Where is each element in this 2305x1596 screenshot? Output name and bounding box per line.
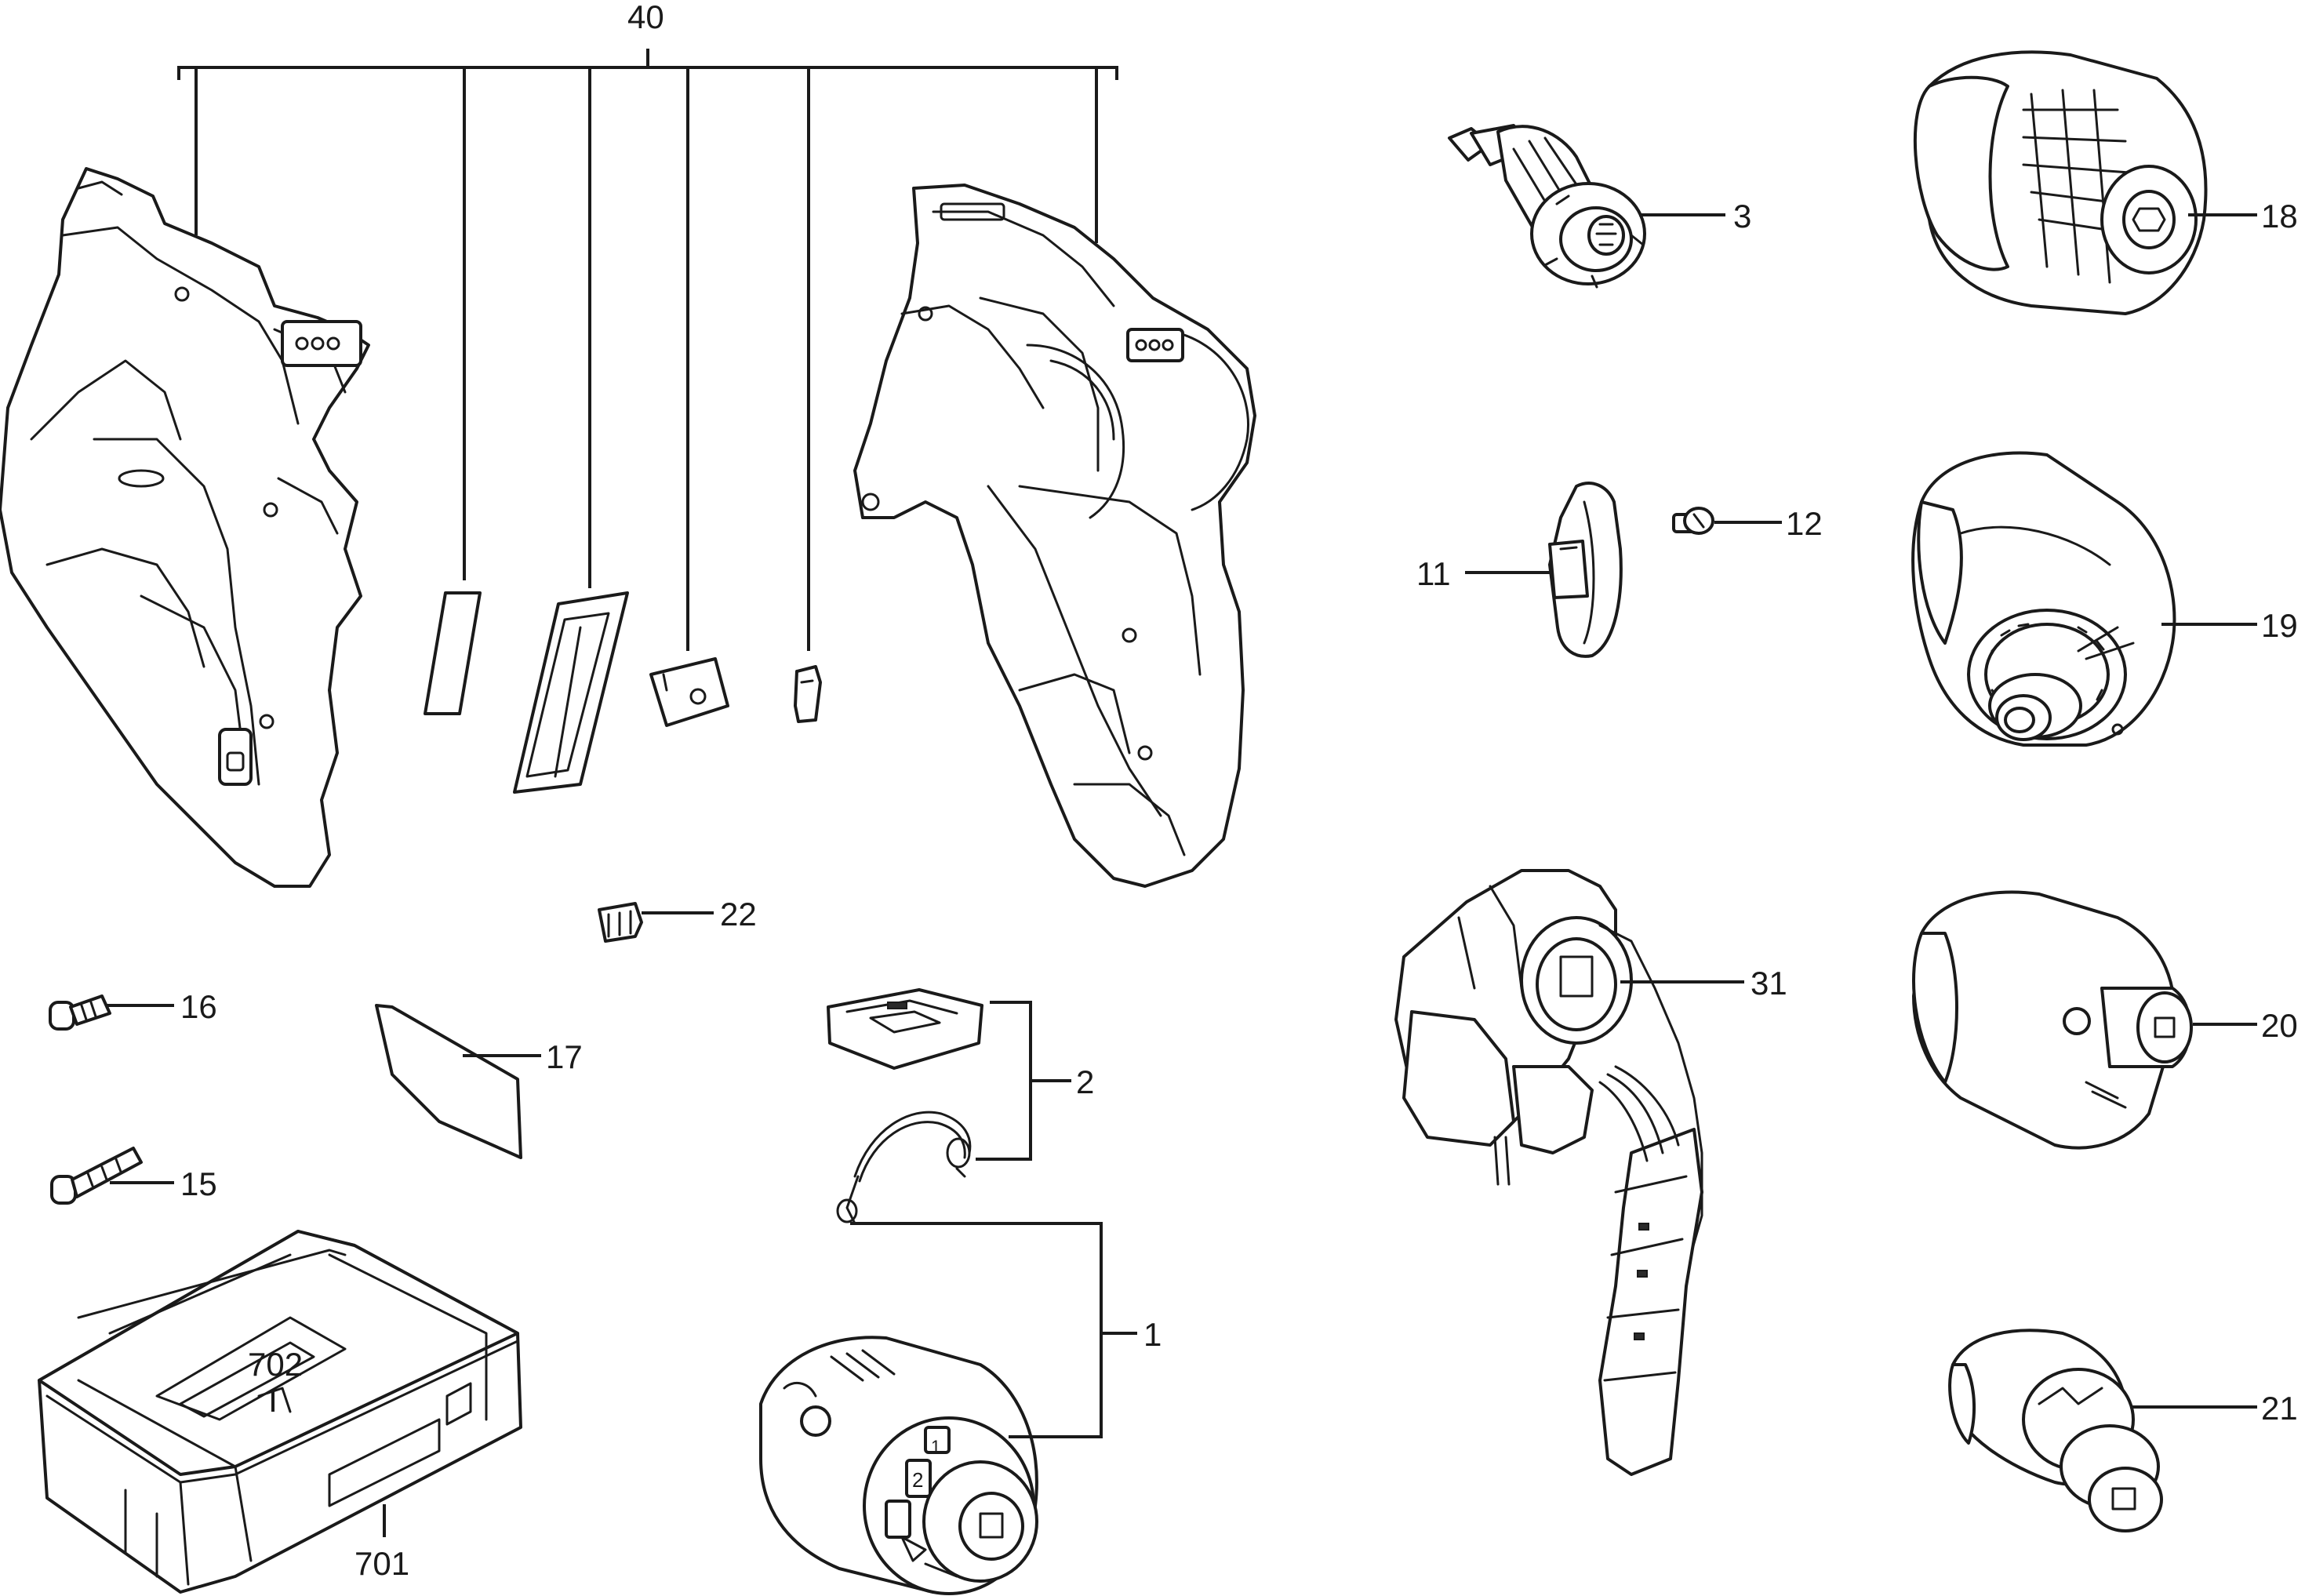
small-clip-22 bbox=[598, 902, 643, 943]
screw-16 bbox=[49, 994, 111, 1031]
callout-19: 19 bbox=[2261, 607, 2298, 644]
screw-12 bbox=[1672, 507, 1714, 535]
callout-20: 20 bbox=[2261, 1007, 2298, 1044]
callout-16: 16 bbox=[180, 988, 217, 1025]
electronics-switch-assembly bbox=[1394, 869, 1703, 1476]
bracket-40 bbox=[177, 49, 1118, 651]
callout-11: 11 bbox=[1416, 555, 1451, 592]
callout-40: 40 bbox=[627, 0, 664, 35]
bracket-1 bbox=[850, 1222, 1137, 1438]
label-17 bbox=[375, 1004, 522, 1159]
motor-armature bbox=[1448, 124, 1646, 289]
trigger bbox=[1548, 482, 1623, 658]
callout-15: 15 bbox=[180, 1165, 217, 1202]
label-strip bbox=[424, 591, 482, 715]
left-housing-half bbox=[0, 167, 370, 888]
right-housing-half bbox=[853, 184, 1256, 888]
callout-1: 1 bbox=[1143, 1316, 1162, 1353]
screw-15 bbox=[50, 1147, 143, 1205]
right-angle-attachment bbox=[1911, 451, 2176, 747]
callout-3: 3 bbox=[1733, 198, 1751, 234]
gear-selector-cover bbox=[827, 988, 983, 1070]
rubber-grip-strip bbox=[513, 591, 629, 794]
callout-17: 17 bbox=[546, 1038, 583, 1075]
callout-701: 701 bbox=[354, 1545, 409, 1582]
wire-spring bbox=[836, 1111, 972, 1225]
bit-holder-attachment bbox=[1948, 1329, 2163, 1532]
gear-number-1: 1 bbox=[931, 1437, 940, 1456]
callout-2: 2 bbox=[1076, 1063, 1094, 1100]
small-latch bbox=[794, 665, 822, 723]
callout-18: 18 bbox=[2261, 198, 2298, 234]
gear-number-2: 2 bbox=[912, 1468, 923, 1492]
offset-attachment bbox=[1912, 890, 2193, 1150]
bracket-2 bbox=[976, 1001, 1071, 1161]
carry-case bbox=[38, 1230, 522, 1594]
keyless-chuck bbox=[1913, 50, 2208, 315]
callout-12: 12 bbox=[1786, 505, 1823, 542]
gearbox-assembly: 1 2 bbox=[759, 1336, 1038, 1595]
callout-31: 31 bbox=[1751, 965, 1787, 1002]
callout-21: 21 bbox=[2261, 1390, 2298, 1427]
callout-22: 22 bbox=[720, 896, 757, 933]
clip-insert bbox=[649, 657, 729, 727]
callout-702: 702 bbox=[248, 1346, 303, 1383]
